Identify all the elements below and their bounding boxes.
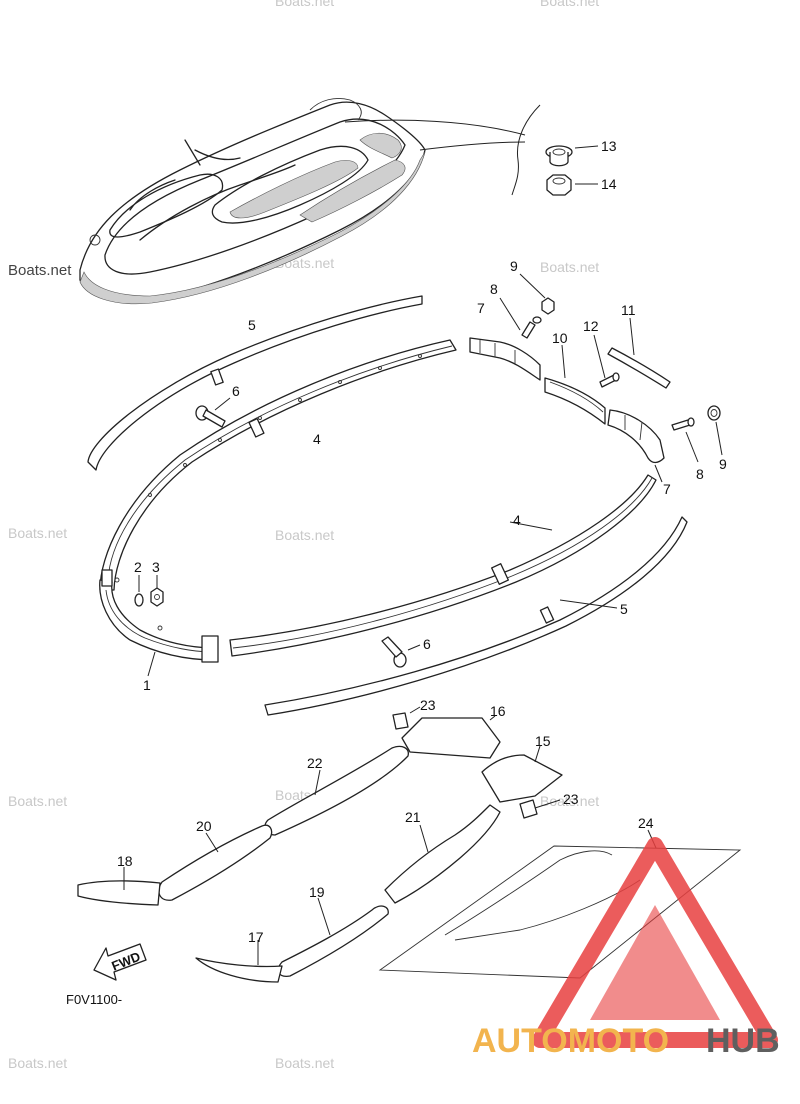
callout-label: 10 [552,330,568,346]
figure-code: F0V1100- [66,992,122,1007]
callout-label: 14 [601,176,617,192]
callout-label: 12 [583,318,599,334]
watermark-text: Boats.net [8,525,67,541]
callout-label: 7 [477,300,485,316]
callout-label: 23 [420,697,436,713]
watermark-text: Boats.net [540,0,599,9]
callout-label: 3 [152,559,160,575]
nut-3 [150,575,164,607]
automotohub-logo: AUTOMOTO HUB [472,837,780,1060]
mat-19 [277,905,389,977]
nut-9-right [707,405,723,456]
callout-label: 1 [143,677,151,693]
mat-16 [401,717,501,759]
watermark-text: Boats.net [275,1055,334,1071]
mat-23-lower [519,799,538,819]
mat-22 [264,745,409,836]
callout-label: 2 [134,559,142,575]
strip-11 [607,317,671,389]
bolt-8-right [671,417,699,463]
bracket-7-left [469,337,541,381]
fwd-label: FWD [109,949,142,974]
bolt-8-left [499,297,542,339]
mat-21 [384,804,501,904]
plug-13 [545,145,599,167]
callout-label: 9 [719,456,727,472]
mat-15 [481,754,563,803]
mat-24-outline [378,845,742,979]
callout-label: 9 [510,258,518,274]
screw-6-lower [381,636,421,668]
bracket-7-right [607,409,665,483]
mat-23-upper [392,712,409,730]
washer-2 [134,575,144,607]
callout-label: 6 [232,383,240,399]
nut-9-left [519,273,555,315]
callout-label: 15 [535,733,551,749]
callout-label: 22 [307,755,323,771]
callout-label: 11 [621,302,636,318]
callout-label: 13 [601,138,617,154]
callout-label: 21 [405,809,421,825]
nut-14 [546,174,598,196]
watermark-text: Boats.net [8,262,72,279]
watermark-text: Boats.net [275,527,334,543]
rail-10 [544,344,606,425]
mats [77,706,742,983]
callout-label: 4 [313,431,321,447]
watermark-text: Boats.net [540,259,599,275]
callout-labels: 1 2 3 4 4 5 5 6 6 7 7 8 8 9 9 10 11 12 1… [117,138,727,945]
watermark-text: Boats.net [8,1055,67,1071]
callout-label: 8 [696,466,704,482]
screw-12 [593,334,620,388]
callout-label: 17 [248,929,264,945]
watercraft-illustration [79,98,541,305]
brand-automoto: AUTOMOTO [472,1022,669,1060]
callout-label: 24 [638,815,654,831]
callout-label: 5 [248,317,256,333]
brand-hub: HUB [706,1022,780,1060]
mat-20 [158,824,273,901]
callout-label: 5 [620,601,628,617]
callout-label: 20 [196,818,212,834]
callout-label: 8 [490,281,498,297]
callout-label: 4 [513,512,521,528]
callout-label: 6 [423,636,431,652]
callout-label: 23 [563,791,579,807]
gunwale-rail-4-right [229,474,657,657]
molding-5-lower [264,516,688,716]
molding-5-upper [87,295,423,471]
callout-label: 7 [663,481,671,497]
watermark-text: Boats.net [540,793,599,809]
bow-bumper-1 [99,569,219,677]
mat-17 [195,957,283,983]
callout-label: 19 [309,884,325,900]
callout-label: 16 [490,703,506,719]
watermark-text: Boats.net [275,0,334,9]
watermarks: Boats.net Boats.net Boats.net Boats.net … [8,0,599,1071]
watermark-text: Boats.net [8,793,67,809]
mat-18 [77,880,161,906]
screw-6-upper [195,397,231,428]
fwd-arrow: FWD [93,943,147,981]
gunwale-rail-4-left [99,339,457,591]
callout-label: 18 [117,853,133,869]
